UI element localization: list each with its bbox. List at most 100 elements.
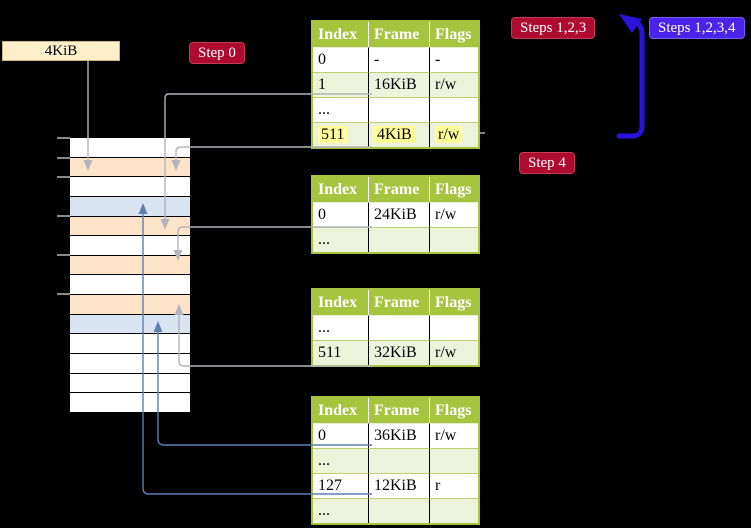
tick-mark [57, 157, 70, 159]
column-header: Flags [429, 290, 478, 315]
memory-frame-row-white [70, 393, 190, 412]
column-header: Index [318, 26, 358, 43]
table-cell: 127 [313, 473, 368, 498]
table-cell: r/w [429, 423, 478, 448]
table-cell: 0 [313, 202, 368, 227]
table-cell: ... [313, 315, 368, 340]
badge-step-0: Step 0 [189, 42, 245, 64]
table-cell: 0 [313, 423, 368, 448]
column-header: Frame [368, 22, 429, 47]
badge-steps-1-2-3: Steps 1,2,3 [511, 17, 596, 39]
badge-step-4: Step 4 [519, 152, 575, 174]
memory-frame-row-blue [70, 314, 190, 334]
table-cell: ... [313, 498, 368, 523]
memory-frame-row-white [70, 334, 190, 354]
tick-mark [57, 293, 70, 295]
table-row: ... [313, 498, 478, 523]
table-cell: r/w [429, 340, 478, 365]
memory-frame-row-blue [70, 196, 190, 216]
memory-frame-row-white [70, 275, 190, 295]
column-header: Index [318, 402, 358, 419]
table-cell: 16KiB [368, 72, 429, 97]
tick-mark [57, 137, 70, 139]
table-cell: 511 [313, 340, 368, 365]
big-loop-arrow-shaft [616, 19, 645, 139]
memory-frame-row-white [70, 373, 190, 393]
memory-frame-row-white [70, 354, 190, 373]
table-row: ... [313, 315, 478, 340]
table-cell: 511 [313, 122, 368, 147]
column-header: Index [318, 181, 358, 198]
table-row: 511 4KiB r/w [313, 122, 478, 147]
tick-mark [57, 215, 70, 217]
tick-mark [57, 176, 70, 178]
column-header: Flags [429, 22, 478, 47]
memory-frame-row-peach [70, 255, 190, 275]
highlighted-value: 511 [318, 126, 348, 143]
memory-frame-row-peach [70, 216, 190, 236]
physical-memory-stack [70, 138, 190, 412]
table-row: ... [313, 97, 478, 122]
table-cell: 32KiB [368, 340, 429, 365]
table-cell [429, 498, 478, 523]
table-cell [429, 448, 478, 473]
table-cell: r/w [429, 72, 478, 97]
arrowhead-up-left-icon [619, 14, 642, 33]
column-header: Frame [368, 177, 429, 202]
table-cell: ... [313, 97, 368, 122]
table-cell [368, 97, 429, 122]
table-cell: r [429, 473, 478, 498]
table-row: ... [313, 227, 478, 252]
table-cell [429, 227, 478, 252]
frame-size-label: 4KiB [2, 41, 120, 61]
table-cell [429, 97, 478, 122]
highlighted-value: r/w [435, 126, 463, 143]
column-header: Flags [429, 177, 478, 202]
column-header: Flags [429, 398, 478, 423]
column-header: Frame [368, 290, 429, 315]
table-cell: - [368, 47, 429, 72]
table-cell: 24KiB [368, 202, 429, 227]
column-header: Frame [368, 398, 429, 423]
table-cell [368, 448, 429, 473]
table-row: ... [313, 448, 478, 473]
memory-frame-row-peach [70, 157, 190, 177]
table-cell [368, 227, 429, 252]
highlighted-value: 4KiB [374, 126, 415, 143]
table-cell: 1 [313, 72, 368, 97]
big-loop-arrow [616, 14, 645, 139]
table-cell [368, 498, 429, 523]
table-cell [368, 315, 429, 340]
table-cell: - [429, 47, 478, 72]
table-cell: r/w [429, 202, 478, 227]
table-cell: ... [313, 227, 368, 252]
table-cell: ... [313, 448, 368, 473]
table-row: 0-- [313, 47, 478, 72]
memory-frame-row-white [70, 138, 190, 157]
column-header: Index [318, 294, 358, 311]
table-cell [429, 315, 478, 340]
table-cell: r/w [429, 122, 478, 147]
table-cell: 36KiB [368, 423, 429, 448]
table-cell: 0 [313, 47, 368, 72]
memory-frame-row-white [70, 177, 190, 196]
memory-frame-row-white [70, 236, 190, 255]
memory-frame-row-peach [70, 295, 190, 314]
arrow-from-top-table-row-511 [175, 146, 372, 161]
table-cell: 12KiB [368, 473, 429, 498]
tick-mark [57, 254, 70, 256]
